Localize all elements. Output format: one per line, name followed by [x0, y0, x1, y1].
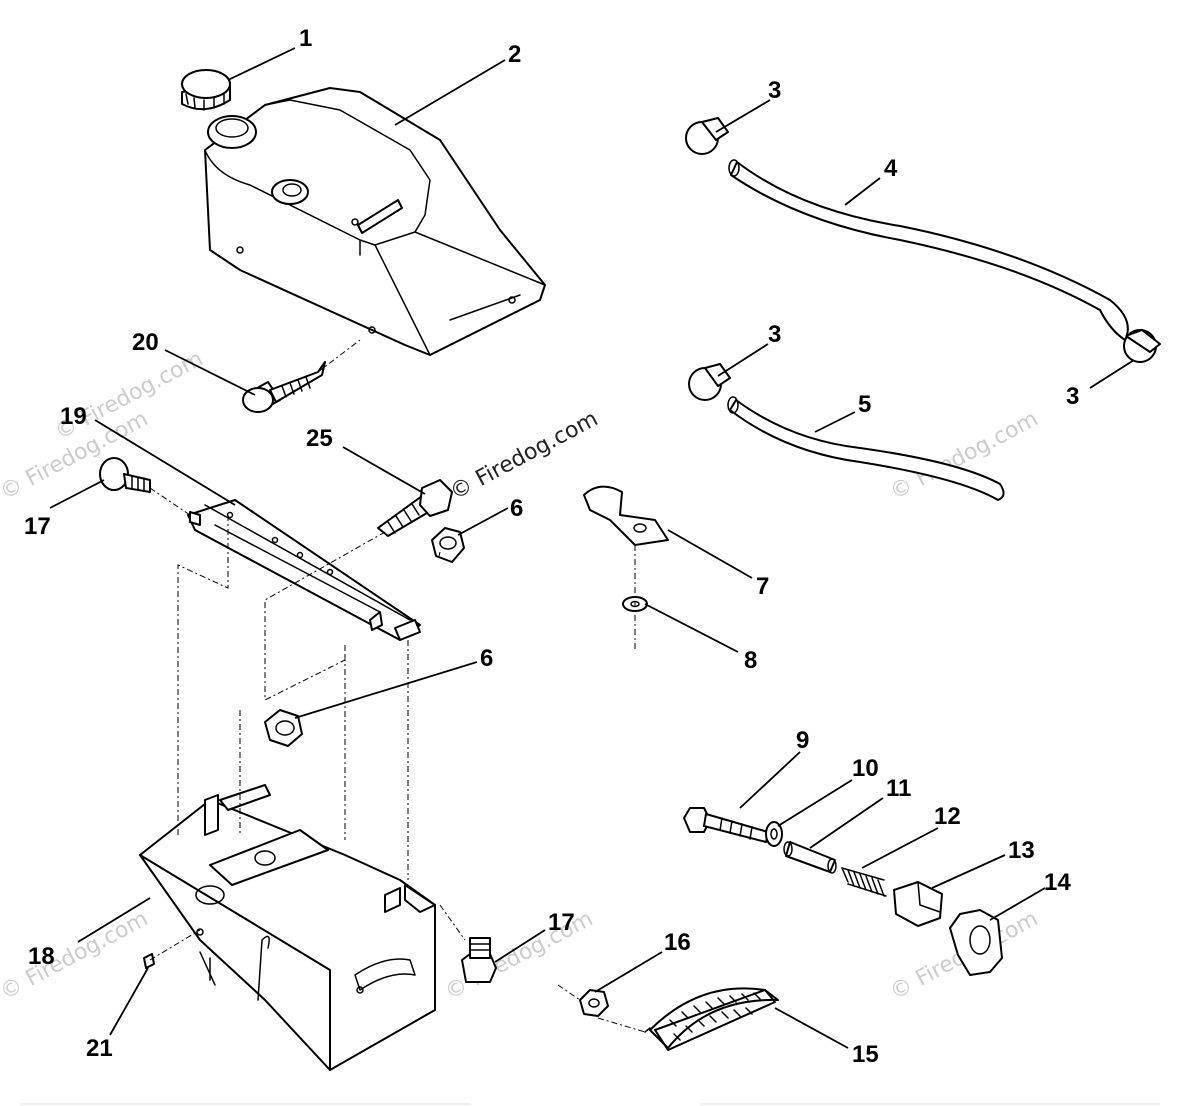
knob-14: [949, 909, 1003, 976]
callout-1: 1: [299, 25, 312, 52]
nut-6-lower: [264, 709, 303, 747]
callout-17-lower: 17: [548, 909, 575, 936]
spacer-11: [783, 841, 837, 874]
hose-clamp-3-middle: [688, 363, 731, 401]
callout-2: 2: [508, 41, 521, 68]
bracket-19: [187, 499, 421, 641]
callout-10: 10: [852, 755, 879, 782]
callout-19: 19: [60, 403, 87, 430]
assembly-lines: [149, 339, 646, 1033]
control-panel-18: [139, 784, 436, 1071]
fuel-hose-4: [728, 159, 1129, 341]
spring-12: [841, 867, 887, 897]
washer-10: [765, 821, 783, 847]
watermark-lower-left: © Firedog.com: [0, 906, 152, 1005]
slider-13: [893, 881, 943, 927]
callout-13: 13: [1008, 837, 1035, 864]
hose-5: [727, 396, 1005, 501]
watermark-center: © Firedog.com: [446, 406, 602, 505]
bolt-17-upper: [99, 457, 151, 493]
callout-3-top: 3: [768, 77, 781, 104]
callout-5: 5: [858, 391, 871, 418]
hose-clip-7: [583, 485, 669, 546]
callout-21: 21: [86, 1035, 113, 1062]
callout-7: 7: [756, 573, 769, 600]
callout-3-middle: 3: [768, 321, 781, 348]
callout-15: 15: [852, 1041, 879, 1068]
callout-20: 20: [132, 329, 159, 356]
callout-8: 8: [744, 647, 757, 674]
callout-25: 25: [306, 425, 333, 452]
hose-clamp-3-right: [1123, 329, 1161, 363]
hose-clamp-3-top: [685, 117, 729, 155]
selector-plate-15: [644, 987, 779, 1051]
callout-6-upper: 6: [510, 495, 523, 522]
callout-18: 18: [28, 943, 55, 970]
nut-16: [579, 989, 609, 1017]
callout-11: 11: [886, 775, 911, 802]
fuel-tank: [204, 87, 546, 356]
callout-6-lower: 6: [480, 645, 493, 672]
screw-20: [242, 361, 326, 413]
callouts: 1 2 3 4 3 3 5 20 19 25 17 6 7 8 6 9 10 1…: [24, 25, 1079, 1068]
pin-21: [143, 953, 155, 969]
callout-4: 4: [884, 155, 898, 182]
callout-14: 14: [1044, 869, 1071, 896]
bolt-9: [683, 807, 769, 843]
callout-3-right: 3: [1066, 383, 1079, 410]
callout-16: 16: [664, 929, 691, 956]
callout-17-upper: 17: [24, 513, 51, 540]
screw-25: [377, 479, 453, 537]
fuel-cap: [181, 69, 231, 111]
nut-6-upper: [431, 527, 465, 563]
callout-12: 12: [934, 803, 961, 830]
callout-9: 9: [796, 727, 809, 754]
leader-lines: [49, 47, 1135, 1049]
bolt-17-lower: [461, 937, 497, 983]
